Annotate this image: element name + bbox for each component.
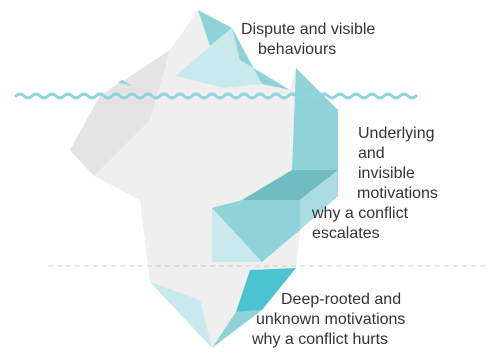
iceberg-mid-facet-1: [292, 68, 338, 170]
iceberg-mid-facet-4: [212, 208, 262, 262]
label-line: and: [358, 145, 385, 162]
iceberg-mid-facet-3: [212, 200, 300, 262]
iceberg-mid-facet-5: [300, 170, 338, 230]
label-line: motivations: [357, 185, 438, 202]
iceberg-bottom-facet-1: [236, 268, 296, 312]
label-line: Deep-rooted and: [281, 291, 402, 308]
label-invisible-motivations: Underlying and invisible motivations why…: [312, 124, 438, 244]
iceberg-bottom-facet-3: [150, 282, 212, 348]
iceberg-tip-facet-dark: [118, 80, 132, 86]
iceberg-bottom-facet-2: [212, 310, 262, 348]
label-line: behaviours: [258, 41, 337, 58]
iceberg-tip-facet-bright: [232, 28, 290, 90]
label-line: escalates: [312, 225, 380, 242]
label-unknown-motivations: Deep-rooted and unknown motivations why …: [252, 290, 405, 350]
label-line: Underlying: [358, 125, 435, 142]
water-surface-line: [14, 92, 418, 100]
iceberg-mid-facet-2: [242, 170, 338, 200]
iceberg-tip-facet: [198, 10, 232, 46]
label-line: why a conflict: [312, 205, 409, 222]
label-line: Dispute and visible: [241, 21, 376, 38]
label-line: unknown motivations: [256, 311, 406, 328]
label-visible-behaviours: Dispute and visible behaviours: [222, 20, 375, 60]
iceberg-shadow-facet: [70, 50, 170, 176]
label-line: invisible: [358, 165, 415, 182]
label-line: why a conflict hurts: [252, 331, 389, 348]
iceberg-tip-facet-light: [176, 28, 262, 88]
